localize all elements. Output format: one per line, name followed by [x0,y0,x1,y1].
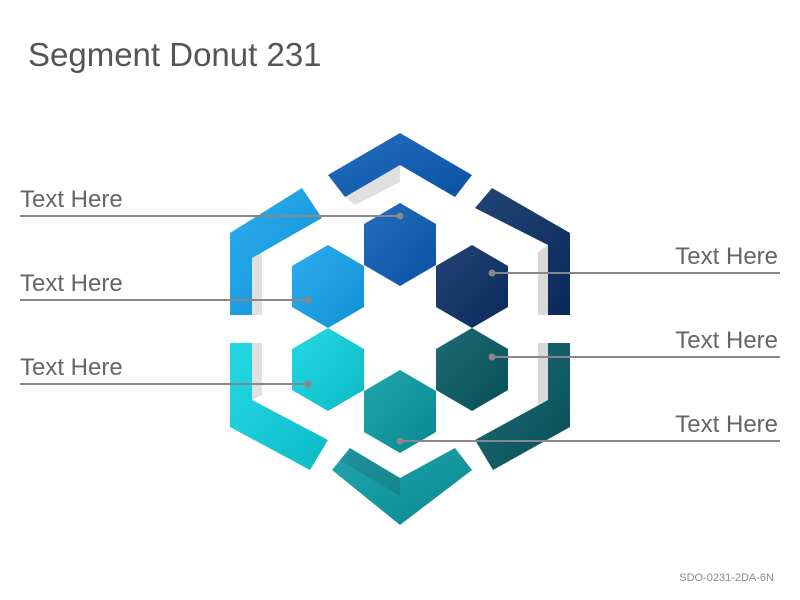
connector-lines [20,215,780,442]
label-top-left: Text Here [20,186,123,213]
connector-dots [304,212,496,445]
label-mid-right: Text Here [675,327,778,354]
inner-hexagon-bottom-left [292,328,364,411]
outer-segment-bottom-left [230,343,328,470]
connector-dot [488,269,496,277]
connector-dot [488,353,496,361]
inner-hexagon-top-right [436,245,508,328]
connector-dot [396,437,404,445]
inner-hexagon-top [364,203,436,286]
label-top-right: Text Here [675,243,778,270]
page-title: Segment Donut 231 [28,36,322,73]
label-bottom-right: Text Here [675,411,778,438]
connector-dot [304,380,312,388]
outer-segment-top [328,133,472,205]
label-mid-left: Text Here [20,270,123,297]
slide-code: SDO-0231-2DA-6N [679,572,774,584]
connector-dot [304,296,312,304]
label-bottom-left: Text Here [20,354,123,381]
inner-hexagon-top-left [292,245,364,328]
inner-hexagon-bottom [364,370,436,453]
outer-segment-bottom [332,448,472,525]
inner-hexagon-bottom-right [436,328,508,411]
outer-segment-bottom-right [475,343,570,470]
outer-segment-top-right [475,188,570,315]
connector-dot [396,212,404,220]
